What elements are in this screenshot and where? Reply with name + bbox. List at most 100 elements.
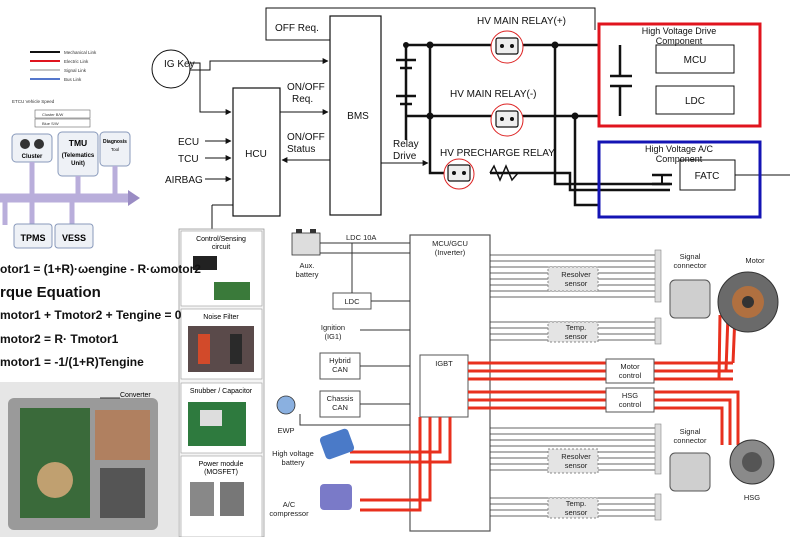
converter-label: Converter bbox=[120, 392, 151, 399]
ewp-image bbox=[276, 395, 296, 415]
fatc-box bbox=[679, 159, 736, 191]
chassis-can-1: Chassis bbox=[327, 394, 354, 403]
hv-main-relay-plus-label: HV MAIN RELAY(+) bbox=[477, 16, 566, 27]
converter-photo: Converter bbox=[0, 382, 178, 537]
signal-connector-2b: connector bbox=[674, 436, 707, 445]
off-req-label: OFF Req. bbox=[275, 23, 319, 34]
relay-main-plus bbox=[490, 30, 524, 64]
relay-main-minus bbox=[490, 103, 524, 137]
hv-drive-component-box bbox=[597, 22, 762, 128]
fatc-label: FATC bbox=[695, 171, 720, 182]
bms-label: BMS bbox=[347, 111, 369, 122]
cluster-label: Cluster bbox=[22, 154, 43, 160]
vess-node bbox=[54, 223, 94, 249]
resolver-2a: Resolver bbox=[561, 452, 591, 461]
tmu-sub-2: Unit) bbox=[71, 161, 85, 167]
igbt-label: IGBT bbox=[435, 359, 453, 368]
hsg-control-2: control bbox=[619, 400, 642, 409]
resolver-1a: Resolver bbox=[561, 270, 591, 279]
hsg-control-1: HSG bbox=[622, 391, 638, 400]
mcu-gcu-2: (Inverter) bbox=[435, 248, 466, 257]
network-legend: Mechanical Link Electric Link Signal Lin… bbox=[30, 50, 97, 82]
ac-compressor-2: compressor bbox=[269, 509, 309, 518]
hybrid-can-2: CAN bbox=[332, 365, 348, 374]
hcu-label: HCU bbox=[245, 149, 267, 160]
ldc-label: LDC bbox=[685, 96, 705, 107]
snubber-title: Snubber / Capacitor bbox=[190, 388, 253, 395]
legend-mechanical: Mechanical Link bbox=[64, 50, 97, 55]
blue-sw-label: Blue S/W bbox=[42, 121, 59, 126]
hv-main-relay-minus-label: HV MAIN RELAY(-) bbox=[450, 89, 537, 100]
ldc-box bbox=[655, 85, 735, 115]
hv-battery-image bbox=[319, 428, 355, 460]
junction-dots bbox=[403, 41, 579, 120]
equation-line-2: motor1 + Tmotor2 + Tengine = 0 bbox=[0, 308, 182, 322]
inverter-labels: Aux. battery LDC 10A LDC MCU/GCU (Invert… bbox=[269, 233, 765, 518]
hybrid-can-box bbox=[319, 352, 361, 380]
tmu-sub-1: (Telematics bbox=[62, 153, 95, 159]
bms-box bbox=[329, 15, 382, 216]
noise-filter-title: Noise Filter bbox=[203, 314, 239, 321]
relay-diagram-labels: OFF Req. IG Key BMS HCU ON/OFF Req. ON/O… bbox=[164, 16, 719, 186]
cluster-node: Cluster bbox=[11, 133, 53, 163]
hv-battery-1: High voltage bbox=[272, 449, 314, 458]
power-module-title-1: Power module bbox=[199, 461, 244, 468]
relay-diagram bbox=[151, 7, 790, 230]
ctrl-sensing-title-1: Control/Sensing bbox=[196, 236, 246, 243]
ig-key-node bbox=[151, 49, 191, 89]
legend-signal: Signal Link bbox=[64, 68, 87, 73]
ignition-2: (IG1) bbox=[324, 332, 342, 341]
ecu-label: ECU bbox=[178, 137, 199, 148]
noise-filter-image bbox=[188, 326, 254, 372]
equation-line-4: motor1 = -1/(1+R)Tengine bbox=[0, 355, 144, 369]
motor-label: Motor bbox=[745, 256, 765, 265]
chassis-can-2: CAN bbox=[332, 403, 348, 412]
ldc-10a-label: LDC 10A bbox=[346, 233, 376, 242]
mcu-box bbox=[655, 44, 735, 74]
signal-connector-2a: Signal bbox=[680, 427, 701, 436]
tpms-node bbox=[13, 223, 53, 249]
hv-drive-title-2: Component bbox=[656, 36, 703, 46]
chassis-can-box bbox=[319, 390, 361, 418]
relay-drive-2: Drive bbox=[393, 151, 417, 162]
tcu-label: TCU bbox=[178, 154, 199, 165]
relay-precharge bbox=[443, 158, 475, 190]
hv-ac-title-1: High Voltage A/C bbox=[645, 144, 714, 154]
hv-ac-title-2: Component bbox=[656, 154, 703, 164]
mcu-gcu-1: MCU/GCU bbox=[432, 239, 468, 248]
ig-label: IG Key bbox=[164, 59, 195, 70]
on-off-status-2: Status bbox=[287, 144, 315, 155]
on-off-status-1: ON/OFF bbox=[287, 132, 325, 143]
ac-compressor-1: A/C bbox=[283, 500, 296, 509]
ewp-label: EWP bbox=[277, 426, 294, 435]
hcu-box bbox=[232, 87, 281, 217]
sensing-board-image bbox=[214, 282, 250, 300]
diagnosis-label: Diagnosis bbox=[103, 139, 127, 145]
legend-bus: Bus Link bbox=[64, 77, 82, 82]
temp-2b: sensor bbox=[565, 508, 588, 517]
ac-compressor-image bbox=[320, 484, 352, 510]
vess-label: VESS bbox=[62, 233, 86, 243]
hsg-control-box bbox=[605, 387, 655, 413]
hv-precharge-relay-label: HV PRECHARGE RELAY bbox=[440, 148, 555, 159]
temp-1b: sensor bbox=[565, 332, 588, 341]
igbt-box bbox=[419, 354, 469, 418]
ldc-small-label: LDC bbox=[344, 297, 360, 306]
airbag-label: AIRBAG bbox=[165, 175, 203, 186]
equation-line-1: otor1 = (1+R)·ωengine - R·ωmotor2 bbox=[0, 262, 201, 276]
resolver-sensor-box-1 bbox=[547, 266, 599, 292]
hv-drive-title-1: High Voltage Drive bbox=[642, 26, 717, 36]
ic-chip-image bbox=[193, 256, 217, 270]
aux-battery-2: battery bbox=[296, 270, 319, 279]
diagnosis-node: Diagnosis Tool bbox=[99, 131, 131, 167]
relay-drive-1: Relay bbox=[393, 139, 419, 150]
legend-electric: Electric Link bbox=[64, 59, 89, 64]
tmu-label: TMU bbox=[69, 138, 87, 148]
ignition-1: Ignition bbox=[321, 323, 345, 332]
on-off-req-1: ON/OFF bbox=[287, 82, 325, 93]
hv-battery-2: battery bbox=[282, 458, 305, 467]
power-module-title-2: (MOSFET) bbox=[204, 469, 238, 476]
hsg-label: HSG bbox=[744, 493, 760, 502]
